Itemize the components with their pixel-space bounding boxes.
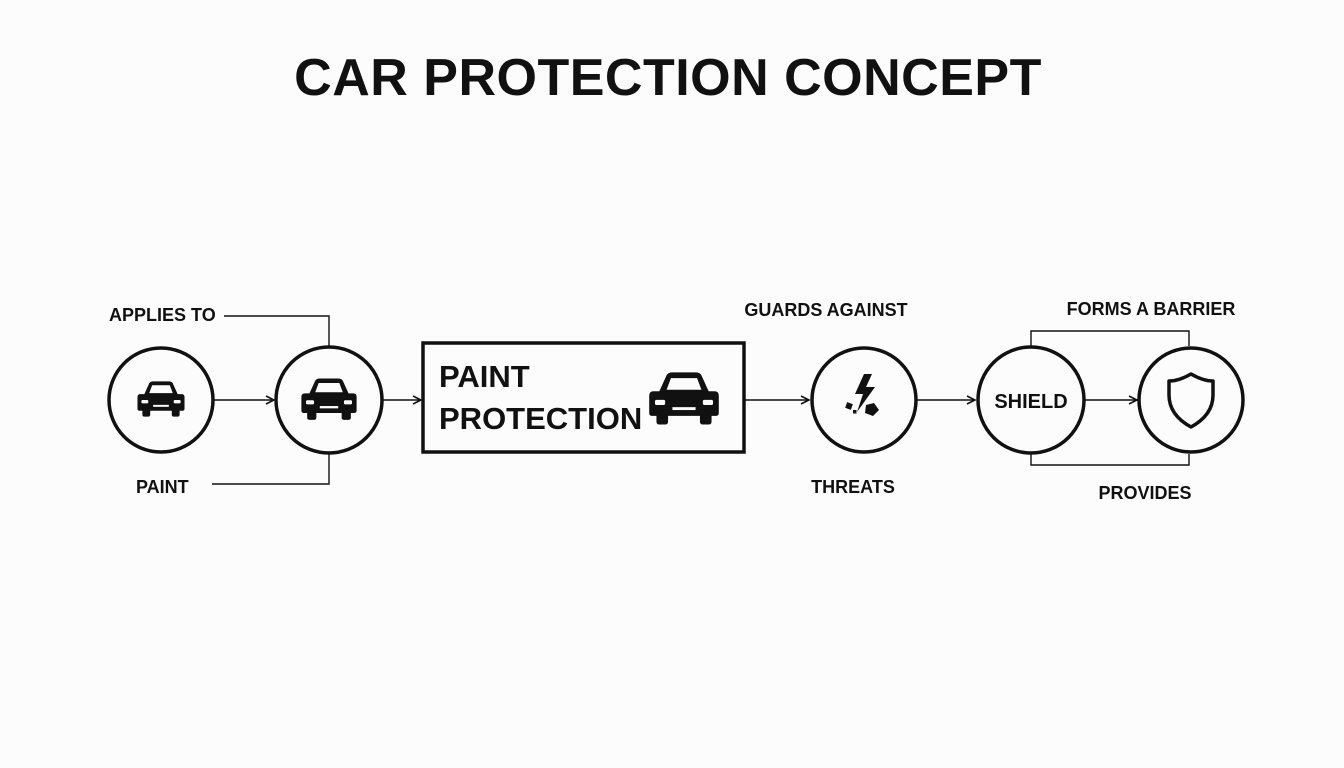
- label-paint: PAINT: [136, 477, 189, 497]
- lightning-debris-icon: [845, 374, 879, 416]
- node-barrier: [1137, 346, 1245, 454]
- label-forms-a-barrier: FORMS A BARRIER: [1067, 299, 1236, 319]
- label-provides: PROVIDES: [1098, 483, 1191, 503]
- shield-icon: [1167, 372, 1215, 429]
- label-threats: THREATS: [811, 477, 895, 497]
- bracket-provides: [1030, 454, 1190, 466]
- shield-label: SHIELD: [994, 391, 1067, 413]
- edge-labels: APPLIES TO PAINT GUARDS AGAINST THREATS …: [109, 299, 1235, 503]
- node-shield: SHIELD: [976, 345, 1086, 455]
- node-paint-source: [107, 346, 215, 454]
- label-applies-to: APPLIES TO: [109, 305, 216, 325]
- bracket-forms-a-barrier: [1030, 330, 1190, 346]
- node-car: [274, 345, 384, 455]
- page-title: CAR PROTECTION CONCEPT: [294, 49, 1042, 107]
- paint-protection-line1: PAINT: [439, 359, 530, 394]
- bracket-applies-to: [224, 315, 330, 346]
- paint-protection-line2: PROTECTION: [439, 401, 642, 436]
- node-paint-protection: PAINT PROTECTION: [421, 341, 746, 454]
- node-threats: [810, 346, 918, 454]
- bracket-paint: [212, 454, 330, 485]
- label-guards-against: GUARDS AGAINST: [744, 300, 907, 320]
- connectors: [212, 315, 1190, 485]
